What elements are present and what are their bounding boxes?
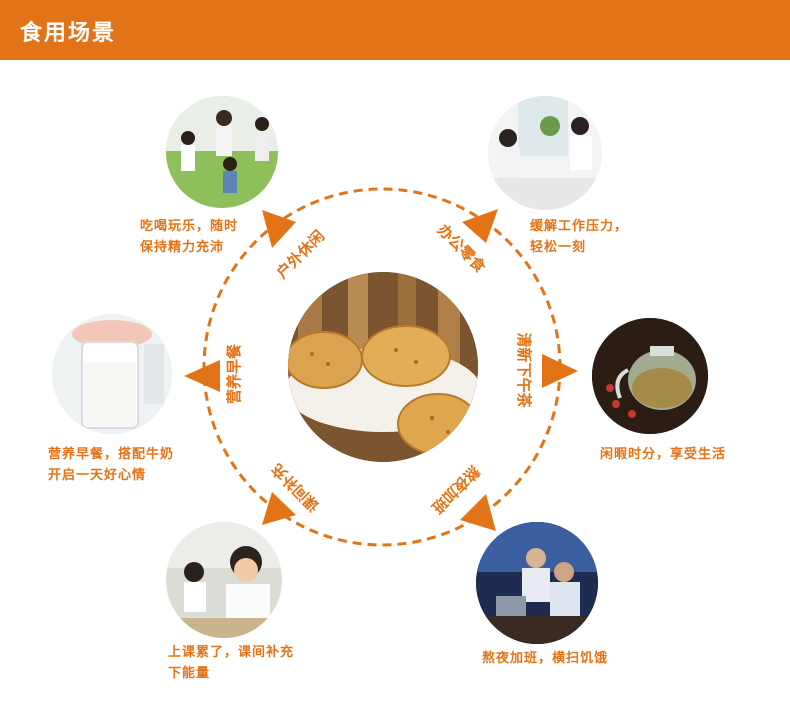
- caption-tea: 闲暇时分，享受生活: [600, 444, 726, 465]
- caption-outdoor-line2: 保持精力充沛: [140, 240, 225, 255]
- caption-night-line1: 熬夜加班，横扫饥饿: [482, 651, 609, 666]
- label-breakfast: 营养早餐: [225, 343, 243, 404]
- header-bar: 食用场景: [0, 0, 790, 60]
- arrow-night: [460, 494, 496, 531]
- center-cookie-photo: [288, 272, 478, 462]
- arrow-tea: [542, 354, 578, 388]
- caption-office-line2: 轻松一刻: [530, 240, 587, 255]
- caption-class-line1: 上课累了，课间补充: [168, 645, 295, 660]
- caption-class: 上课累了，课间补充 下能量: [168, 642, 294, 684]
- caption-breakfast: 营养早餐，搭配牛奶 开启一天好心情: [48, 444, 174, 486]
- caption-breakfast-line2: 开启一天好心情: [48, 468, 147, 483]
- caption-breakfast-line1: 营养早餐，搭配牛奶: [48, 447, 175, 462]
- photo-night-work: [476, 522, 598, 644]
- arrow-breakfast: [184, 360, 220, 392]
- caption-class-line2: 下能量: [168, 666, 211, 681]
- caption-outdoor: 吃喝玩乐，随时 保持精力充沛: [140, 216, 238, 258]
- caption-tea-line1: 闲暇时分，享受生活: [600, 447, 727, 462]
- arrow-class: [262, 492, 296, 525]
- usage-scenes: 户外休闲 办公零食 清新下午茶 熬夜加班 课间补充 营养早餐: [0, 60, 790, 715]
- caption-office-line1: 缓解工作压力，: [530, 219, 629, 234]
- caption-office: 缓解工作压力， 轻松一刻: [530, 216, 628, 258]
- caption-outdoor-line1: 吃喝玩乐，随时: [140, 219, 239, 234]
- ring-diagram: 户外休闲 办公零食 清新下午茶 熬夜加班 课间补充 营养早餐: [184, 187, 578, 547]
- photo-milk: [52, 314, 172, 434]
- arrow-office: [462, 209, 498, 243]
- photo-classroom: [166, 522, 282, 638]
- section-title: 食用场景: [20, 21, 117, 46]
- label-tea: 清新下午茶: [515, 332, 533, 408]
- caption-night: 熬夜加班，横扫饥饿: [482, 648, 608, 669]
- photo-office: [488, 96, 602, 210]
- photo-tea: [592, 318, 708, 434]
- arrow-outdoor: [262, 210, 296, 248]
- photo-outdoor-family: [166, 96, 278, 208]
